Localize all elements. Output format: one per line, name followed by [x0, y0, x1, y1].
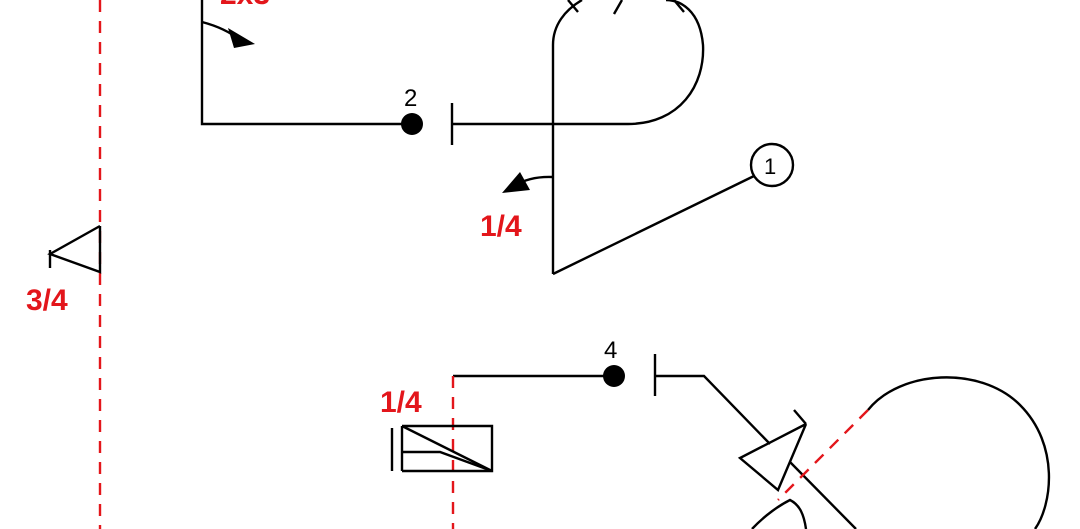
node-4-lead — [655, 374, 771, 445]
left-triangle-symbol — [47, 224, 102, 274]
node-4-dot — [603, 365, 625, 387]
weld-symbol-box — [402, 424, 494, 473]
top-arrowhead — [228, 28, 255, 48]
mid-arrowhead — [502, 172, 530, 193]
big-circle-arc — [867, 376, 1051, 529]
weld-symbol-diag-2 — [402, 450, 493, 473]
top-partial-label: 2x3 — [220, 0, 270, 11]
weld-symbol-diag-1 — [401, 424, 493, 473]
mid-fraction-label: 1/4 — [480, 210, 522, 243]
loop-tick-left — [567, 0, 579, 13]
node-2-dot — [401, 113, 423, 135]
top-left-l-path — [200, 0, 412, 126]
lower-triangle-tick — [793, 409, 807, 425]
upper-loop-path — [452, 0, 705, 126]
circled-node-1-label: 1 — [764, 154, 776, 179]
upper-loop-left-side — [551, 0, 583, 274]
circled-node-1 — [749, 142, 795, 188]
loop-tick-mid — [612, 0, 624, 15]
lower-dashed-diagonal — [777, 409, 869, 501]
node-2-label: 2 — [404, 85, 417, 112]
left-fraction-label: 3/4 — [26, 284, 68, 317]
loop-tick-right — [673, 0, 685, 13]
diagonal-to-circle — [552, 174, 755, 276]
lower-fraction-label: 1/4 — [380, 386, 422, 419]
lower-triangle-symbol — [737, 422, 808, 492]
bottom-partial-curve — [751, 498, 808, 529]
node-4-label: 4 — [604, 337, 617, 364]
lower-diagonal — [789, 461, 857, 529]
